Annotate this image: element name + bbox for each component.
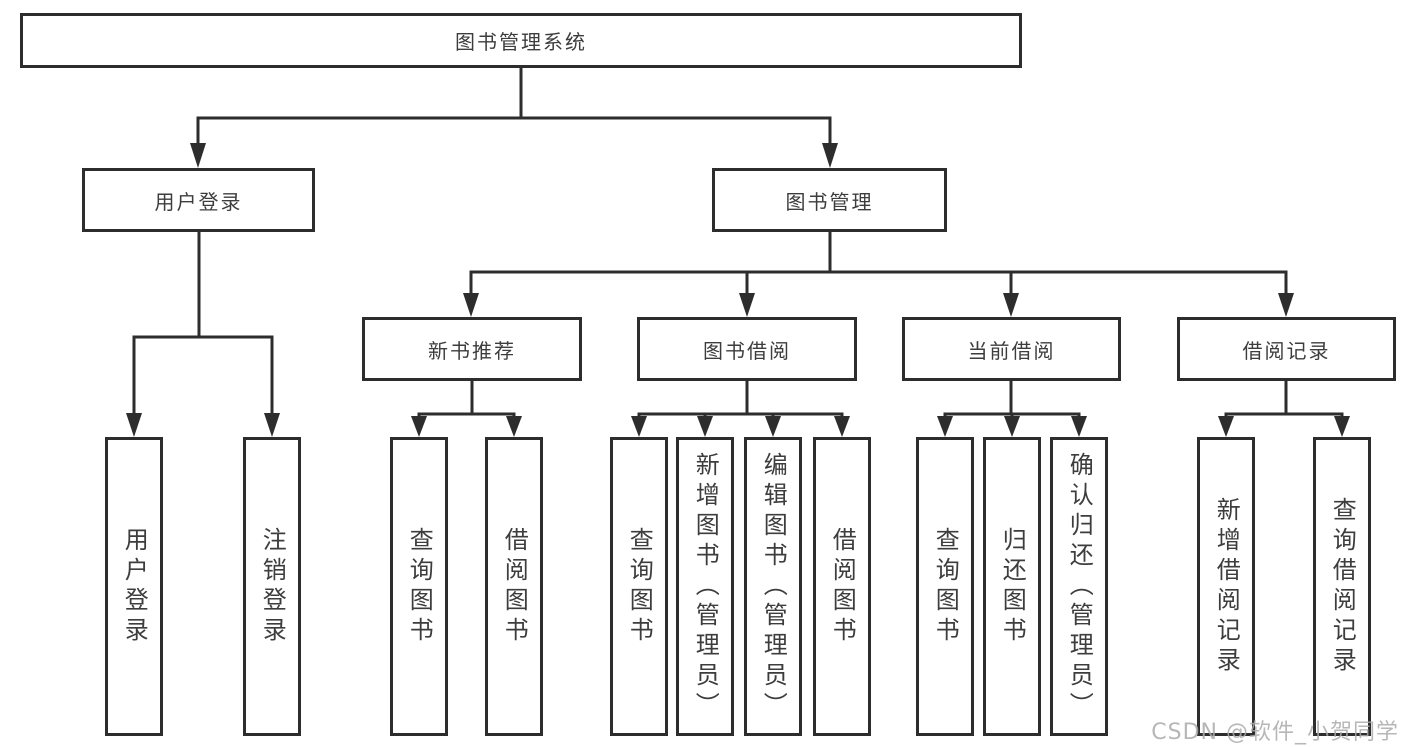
- node-label: 注销登录: [258, 526, 287, 647]
- node-query-borrow-record: 查询借阅记录: [1313, 437, 1371, 736]
- node-borrow-books-1: 借阅图书: [485, 437, 543, 736]
- node-query-books-2: 查询图书: [610, 437, 668, 736]
- node-confirm-return-admin: 确认归还（管理员）: [1050, 437, 1108, 736]
- node-label: 查询图书: [405, 526, 434, 647]
- node-add-borrow-record: 新增借阅记录: [1197, 437, 1255, 736]
- node-book-management: 图书管理: [712, 168, 947, 232]
- node-user-login: 用户登录: [82, 168, 315, 232]
- node-query-books-1: 查询图书: [390, 437, 448, 736]
- node-add-book-admin: 新增图书（管理员）: [676, 437, 734, 736]
- node-label: 查询图书: [625, 526, 654, 647]
- node-edit-book-admin: 编辑图书（管理员）: [744, 437, 802, 736]
- node-borrow-books-2: 借阅图书: [813, 437, 871, 736]
- node-current-borrowing: 当前借阅: [902, 317, 1121, 381]
- node-label: 查询借阅记录: [1328, 496, 1357, 677]
- node-label: 归还图书: [998, 526, 1027, 647]
- node-label: 借阅图书: [500, 526, 529, 647]
- node-label: 编辑图书（管理员）: [759, 451, 788, 722]
- node-label: 查询图书: [931, 526, 960, 647]
- node-library-system: 图书管理系统: [20, 13, 1022, 68]
- node-label: 借阅图书: [828, 526, 857, 647]
- node-label: 确认归还（管理员）: [1065, 451, 1094, 722]
- node-borrowing-records: 借阅记录: [1177, 317, 1396, 381]
- node-query-books-3: 查询图书: [916, 437, 974, 736]
- node-return-books: 归还图书: [983, 437, 1041, 736]
- node-new-book-recommend: 新书推荐: [362, 317, 582, 381]
- node-label: 新增图书（管理员）: [691, 451, 720, 722]
- node-label: 用户登录: [120, 526, 149, 647]
- node-user-login-leaf: 用户登录: [105, 437, 163, 736]
- node-book-borrowing: 图书借阅: [637, 317, 857, 381]
- node-label: 新增借阅记录: [1212, 496, 1241, 677]
- node-logout: 注销登录: [243, 437, 301, 736]
- watermark: CSDN @软件_小贺同学: [1151, 720, 1399, 745]
